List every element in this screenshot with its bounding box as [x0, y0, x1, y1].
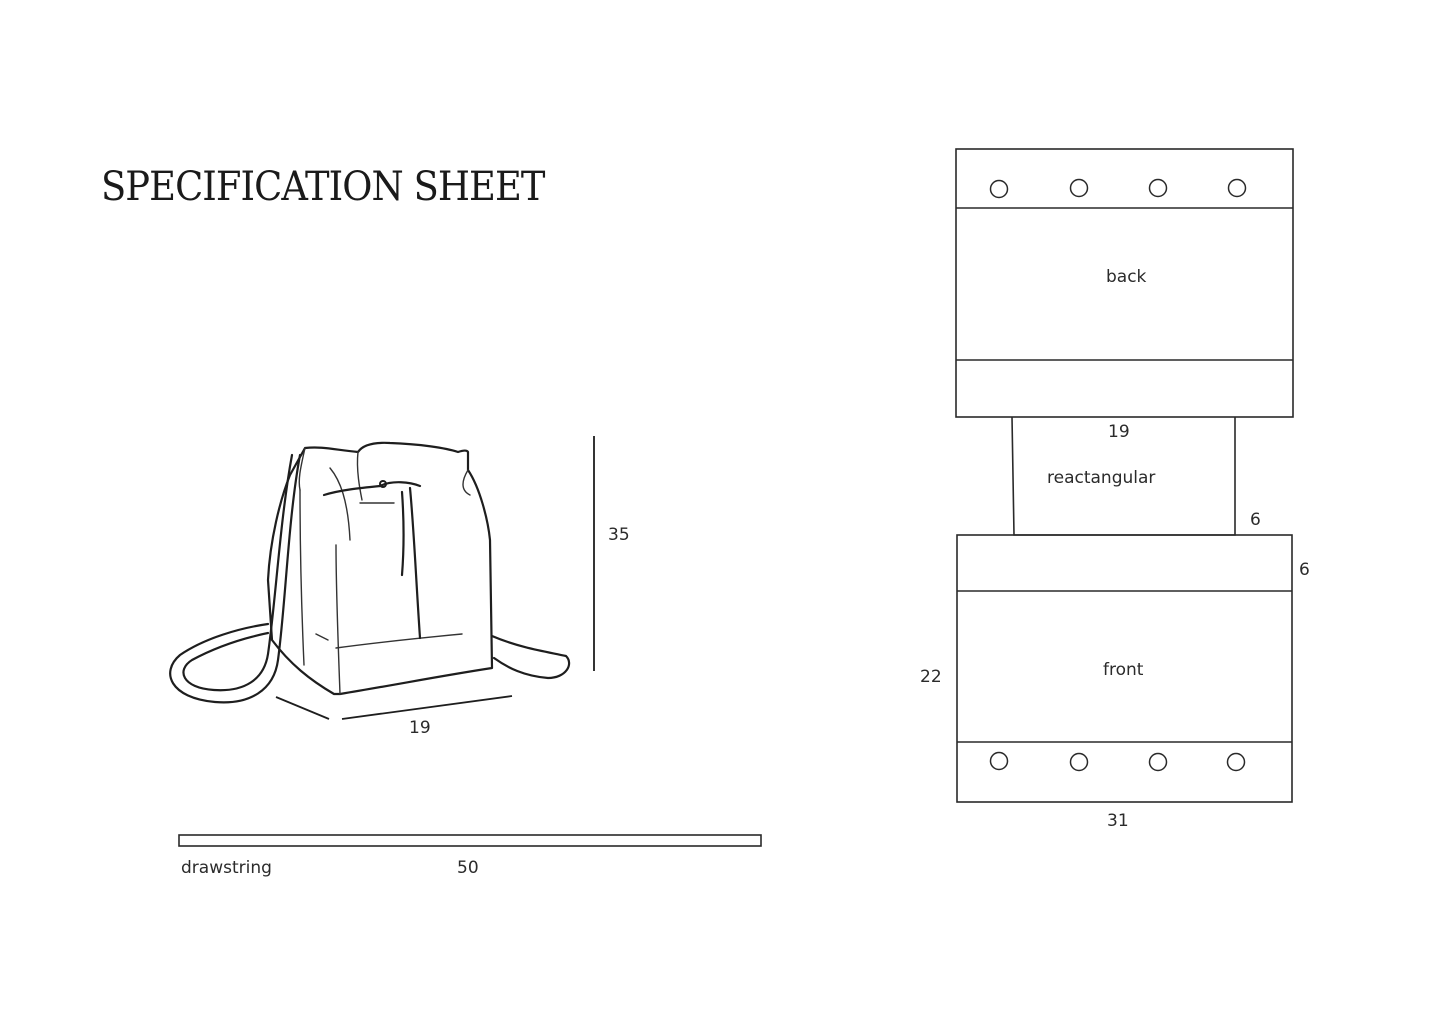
grommet-hole-icon [1226, 752, 1246, 772]
front-top-band-label: 6 [1299, 560, 1310, 580]
bucket-bag-illustration [169, 441, 571, 704]
rectangular-piece-label: reactangular [1047, 468, 1155, 488]
grommet-hole-icon [1069, 752, 1089, 772]
grommet-hole-icon [989, 179, 1009, 199]
page-title: SPECIFICATION SHEET [101, 164, 545, 210]
grommet-hole-icon [989, 751, 1009, 771]
front-width-label: 31 [1107, 811, 1129, 831]
front-panel-label: front [1103, 660, 1144, 680]
back-panel [955, 148, 1294, 418]
drawstring-label: drawstring [181, 858, 272, 878]
grommet-hole-icon [1069, 178, 1089, 198]
rectangular-width-label: 19 [1108, 422, 1130, 442]
grommet-hole-icon [1148, 752, 1168, 772]
drawstring-length-label: 50 [457, 858, 479, 878]
bag-depth-dimension-line [275, 696, 330, 720]
grommet-hole-icon [1148, 178, 1168, 198]
front-height-label: 22 [920, 667, 942, 687]
bag-width-label: 19 [409, 718, 431, 738]
drawstring-strip [178, 834, 762, 847]
front-panel [956, 534, 1293, 803]
back-panel-label: back [1106, 267, 1147, 287]
bag-width-dimension-line [341, 695, 513, 720]
grommet-hole-icon [1227, 178, 1247, 198]
bag-height-label: 35 [608, 525, 630, 545]
rectangular-height-label: 6 [1250, 510, 1261, 530]
